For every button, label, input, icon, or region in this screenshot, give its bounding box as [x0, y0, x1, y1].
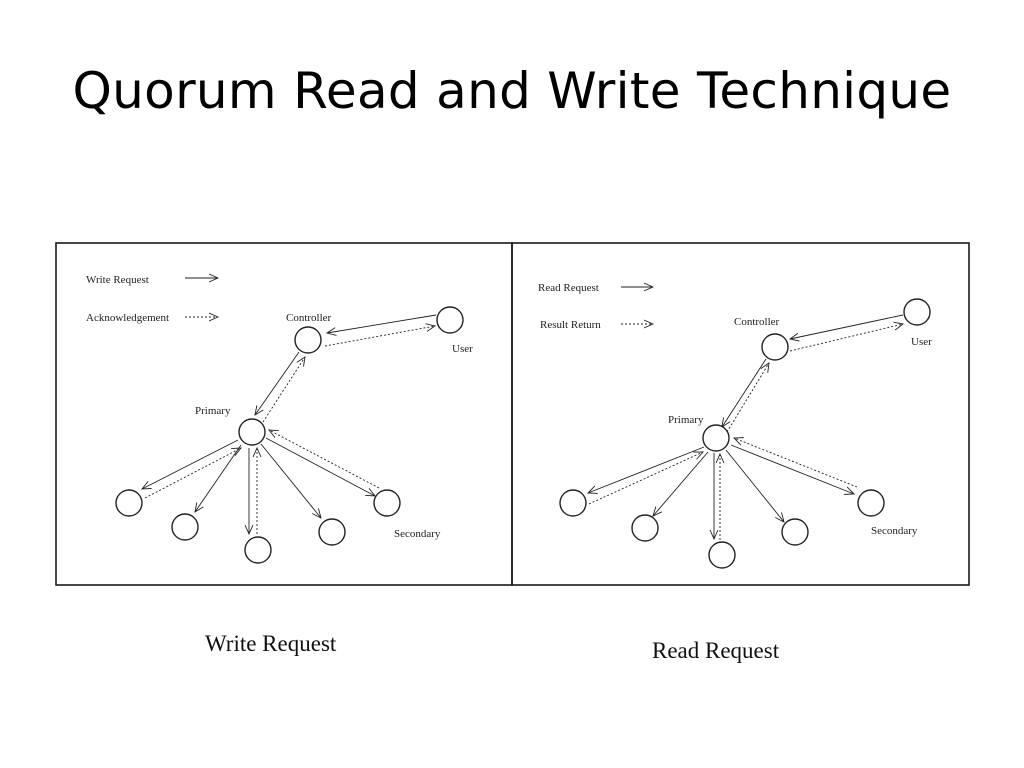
secondary-node [781, 518, 809, 546]
user-label: User [911, 336, 932, 348]
controller-node [294, 326, 322, 354]
primary-node [238, 418, 266, 446]
secondary-node [631, 514, 659, 542]
primary-node [702, 424, 730, 452]
read-panel-border [511, 242, 970, 586]
write-legend: Write Request Acknowledgement [86, 274, 218, 324]
primary-label: Primary [668, 414, 704, 426]
read-arrows [588, 314, 903, 540]
slide-title: Quorum Read and Write Technique [72, 62, 952, 120]
user-label: User [452, 343, 473, 355]
diagram-panels: Write Request Acknowledgement Controller… [55, 242, 970, 586]
controller-label: Controller [286, 312, 332, 324]
legend-result-return-label: Result Return [540, 319, 601, 331]
controller-node [761, 333, 789, 361]
secondary-node [244, 536, 272, 564]
secondary-node [115, 489, 143, 517]
secondary-node [857, 489, 885, 517]
write-nodes [115, 306, 464, 564]
read-legend: Read Request Result Return [538, 282, 653, 331]
secondary-label: Secondary [394, 528, 441, 540]
controller-label: Controller [734, 316, 780, 328]
secondary-node [559, 489, 587, 517]
read-panel: Read Request Result Return Controller Us… [538, 282, 932, 569]
user-node [903, 298, 931, 326]
secondary-node [373, 489, 401, 517]
secondary-node [171, 513, 199, 541]
write-caption: Write Request [205, 631, 337, 656]
secondary-label: Secondary [871, 525, 918, 537]
legend-write-request-label: Write Request [86, 274, 149, 286]
secondary-node [318, 518, 346, 546]
read-nodes [559, 298, 931, 569]
primary-label: Primary [195, 405, 231, 417]
write-panel: Write Request Acknowledgement Controller… [86, 274, 473, 564]
secondary-node [708, 541, 736, 569]
legend-read-request-label: Read Request [538, 282, 599, 294]
legend-acknowledgement-label: Acknowledgement [86, 312, 169, 324]
user-node [436, 306, 464, 334]
write-arrows [142, 314, 436, 534]
write-panel-border [55, 242, 513, 586]
read-caption: Read Request [652, 638, 780, 663]
